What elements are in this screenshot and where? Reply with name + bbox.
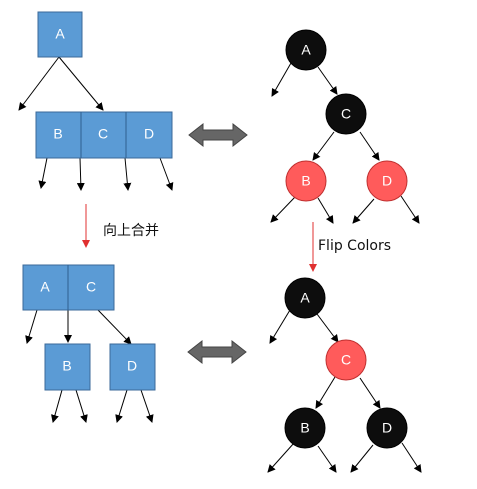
node-label: D [127, 358, 137, 374]
rb-node-d: D [366, 160, 408, 202]
rb-node-a-after: A [284, 277, 326, 319]
rb-node-a: A [285, 29, 327, 71]
node-label: C [341, 352, 351, 368]
node-label: A [301, 42, 311, 58]
edge [38, 157, 48, 189]
edge [359, 131, 380, 161]
edge [312, 131, 335, 161]
top-left-tree: A B C D [18, 11, 174, 191]
edge [58, 56, 104, 111]
edge [75, 389, 88, 423]
edge [350, 444, 374, 473]
rb-node-c: C [325, 93, 367, 135]
edge [97, 309, 132, 345]
top-right-tree: A C B D [270, 29, 420, 224]
edge [51, 389, 63, 423]
node-label: D [382, 420, 392, 436]
edge [317, 66, 338, 95]
node-label: B [62, 358, 71, 374]
merged-node-bcd: B C D [35, 111, 173, 159]
merged-node-ac: A C [22, 264, 115, 311]
edge [315, 376, 336, 409]
edge [317, 445, 337, 473]
edge [400, 195, 420, 224]
node-label: A [55, 26, 65, 42]
edge [352, 198, 375, 224]
bottom-left-tree: A C B D [22, 264, 156, 423]
edge [401, 442, 422, 473]
edge [159, 157, 174, 191]
node-label: B [300, 420, 309, 436]
node-box-d: D [109, 343, 156, 391]
node-label: C [98, 126, 108, 142]
merge-up-caption: 向上合并 [103, 223, 159, 239]
edge [25, 309, 38, 344]
edge [123, 157, 132, 191]
node-label: A [40, 279, 50, 295]
rb-node-d-after: D [366, 407, 408, 449]
edge [269, 309, 291, 344]
node-label: B [301, 173, 310, 189]
bottom-right-edges [267, 309, 422, 473]
edge [76, 157, 85, 191]
equivalence-arrow-top [188, 122, 248, 148]
edge [267, 442, 295, 473]
edge [316, 313, 339, 343]
top-right-edges [270, 62, 420, 224]
equivalence-arrow-bottom [187, 339, 247, 365]
node-label: B [53, 126, 62, 142]
bottom-right-tree: A C B D [267, 277, 422, 473]
node-label: A [300, 290, 310, 306]
edge [140, 389, 154, 423]
rb-node-b-after: B [284, 407, 326, 449]
edge [115, 389, 128, 423]
flip-colors-caption: Flip Colors [318, 238, 391, 254]
node-box-b: B [44, 343, 91, 391]
rb-node-b: B [285, 160, 327, 202]
edge [270, 196, 296, 223]
edge [18, 56, 60, 111]
rb-node-c-after: C [325, 339, 367, 381]
node-box-a: A [37, 11, 83, 58]
top-left-edges [18, 56, 174, 191]
node-label: D [382, 173, 392, 189]
bottom-left-edges [25, 309, 154, 423]
edge [359, 377, 381, 409]
node-label: C [341, 106, 351, 122]
edge [317, 197, 334, 224]
edge [271, 62, 292, 97]
node-label: D [144, 126, 154, 142]
node-label: C [86, 279, 96, 295]
